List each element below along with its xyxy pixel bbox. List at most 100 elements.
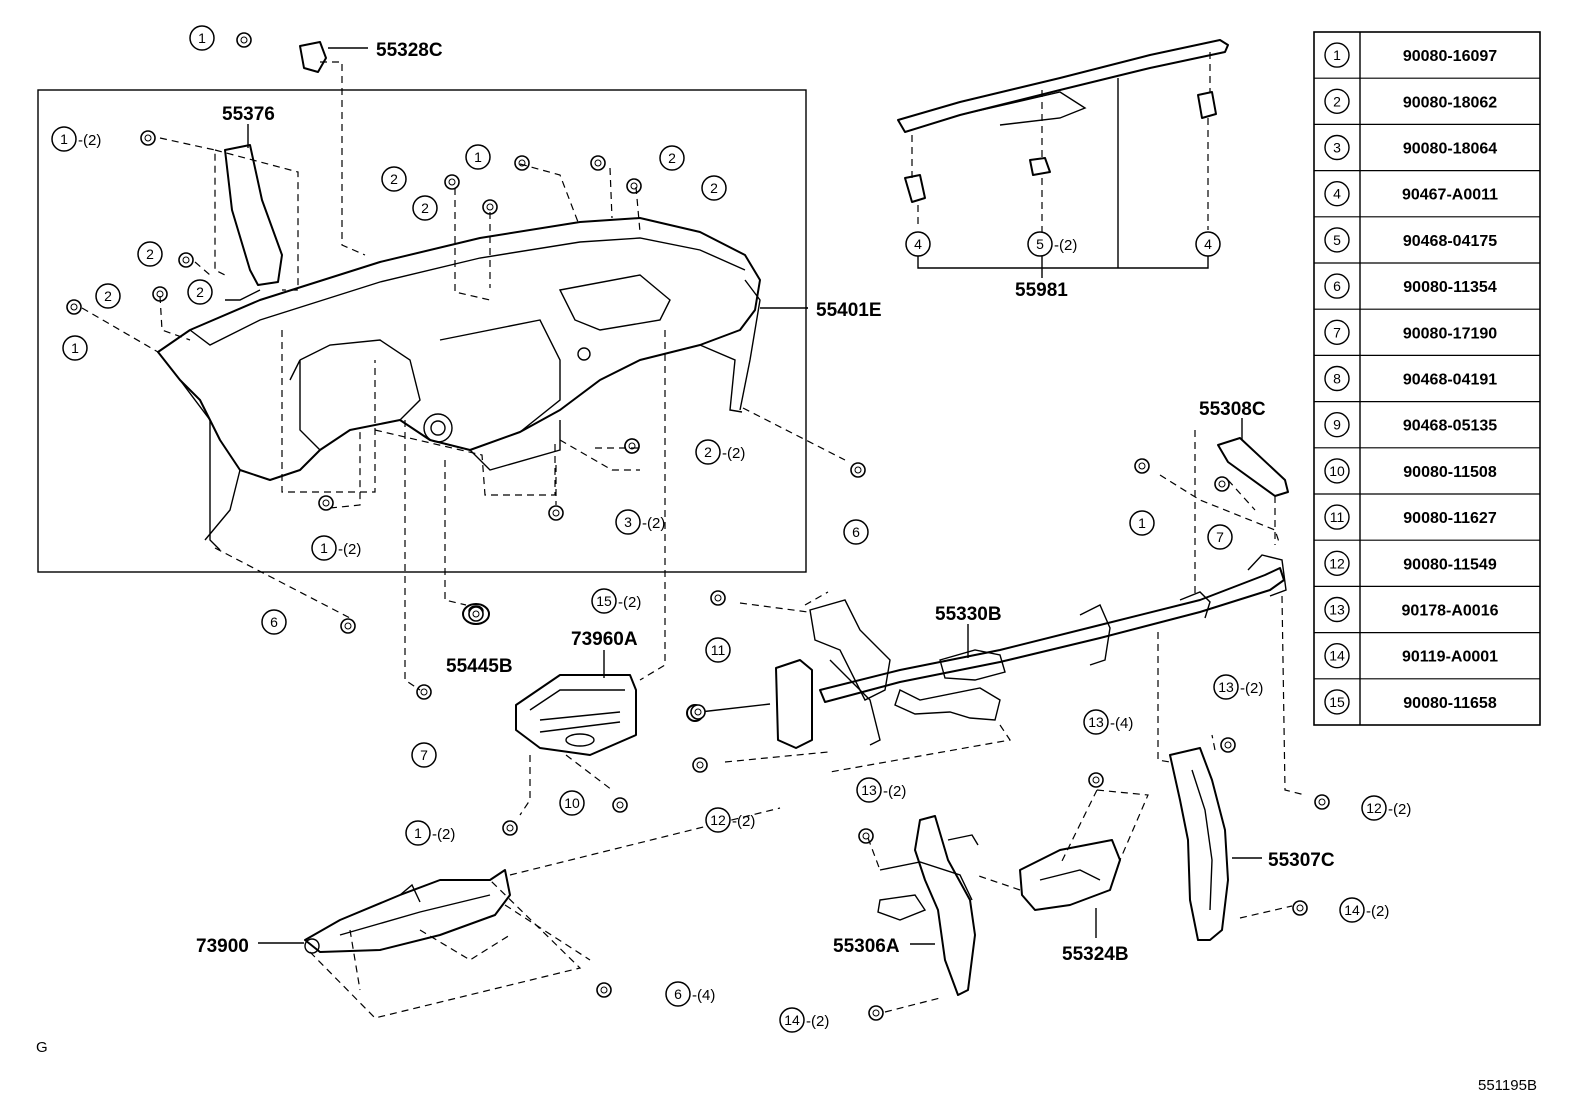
- callout-circle: [187, 279, 213, 305]
- legend-part-number: 90119-A0001: [1402, 649, 1498, 666]
- callout-1: 1-(2): [51, 126, 101, 152]
- callout-quantity: -(2): [806, 1013, 829, 1030]
- bracket-55308C-drawing: [1217, 437, 1289, 497]
- callout-quantity: -(2): [618, 594, 641, 611]
- callout-number: 10: [564, 795, 580, 811]
- legend-number: 5: [1333, 232, 1341, 248]
- instrument-panel-drawing: [157, 217, 761, 551]
- callout-number: 2: [704, 444, 712, 460]
- callout-number: 6: [852, 524, 860, 540]
- legend-part-number: 90178-A0016: [1402, 603, 1499, 620]
- callout-1: 1: [1129, 510, 1155, 536]
- part-number-labels: 55328C 55376 55401E 55981 55308C 55330B …: [196, 40, 1335, 965]
- callout-circle: [779, 1007, 805, 1033]
- label-55981: 55981: [1015, 280, 1068, 301]
- callout-number: 6: [270, 614, 278, 630]
- callout-quantity: -(2): [732, 813, 755, 830]
- callout-circle: [615, 509, 641, 535]
- callout-number: 2: [390, 171, 398, 187]
- label-55445B: 55445B: [446, 656, 513, 677]
- callout-quantity: -(2): [78, 132, 101, 149]
- legend-number: 3: [1333, 140, 1341, 156]
- bolt-icon: [596, 982, 612, 998]
- legend-number: 11: [1330, 509, 1345, 525]
- legend-number: 2: [1333, 93, 1341, 109]
- bolt-icon: [710, 590, 726, 606]
- callout-number: 2: [668, 150, 676, 166]
- callout-circle: [95, 283, 121, 309]
- fasteners: [66, 32, 1330, 1021]
- legend-callout-circle: [1324, 134, 1350, 161]
- bolt-icon: [868, 1005, 884, 1021]
- legend-part-number: 90080-18064: [1403, 141, 1497, 158]
- legend-callout-circle: [1324, 458, 1350, 484]
- callout-number: 12: [710, 812, 726, 828]
- callout-number: 13: [861, 782, 877, 798]
- callout-number: 1: [71, 340, 79, 356]
- callout-quantity: -(2): [1054, 237, 1077, 254]
- bracket-55376-drawing: [224, 144, 283, 286]
- legend-number: 4: [1333, 186, 1341, 202]
- callout-4: 4: [905, 231, 931, 257]
- callout-circle: [591, 588, 617, 614]
- bracket-55324B-drawing: [1019, 839, 1121, 911]
- legend-row: 4 90467-A0011: [1324, 180, 1498, 207]
- bolt-icon: [66, 299, 82, 315]
- label-55308C: 55308C: [1199, 399, 1266, 420]
- legend-number: 7: [1333, 324, 1341, 340]
- callout-4: 4: [1195, 231, 1221, 257]
- callout-circle: [1083, 709, 1109, 735]
- callout-quantity: -(2): [883, 783, 906, 800]
- callout-number: 2: [196, 284, 204, 300]
- callout-2: 2: [187, 279, 213, 305]
- callout-number: 14: [1344, 902, 1360, 918]
- callout-11: 11: [705, 637, 731, 663]
- callout-number: 2: [421, 200, 429, 216]
- legend-part-number: 90080-11508: [1403, 464, 1497, 481]
- legend-callout-circle: [1324, 596, 1350, 623]
- dashboard-group-frame: [37, 89, 807, 573]
- legend-part-number: 90467-A0011: [1402, 187, 1498, 204]
- callout-circle: [665, 981, 691, 1007]
- legend-part-number: 90080-17190: [1403, 325, 1497, 342]
- callout-quantity: -(2): [722, 445, 745, 462]
- callout-circle: [51, 126, 77, 152]
- callout-circle: [405, 820, 431, 846]
- clip-55328C-drawing: [299, 41, 327, 73]
- callout-circle: [465, 144, 491, 170]
- callout-number: 1: [1138, 515, 1146, 531]
- callout-number: 12: [1366, 800, 1382, 816]
- callout-1: 1: [189, 25, 215, 51]
- corner-code-left: G: [36, 1039, 48, 1056]
- callout-circle: [311, 535, 337, 561]
- legend-row: 3 90080-18064: [1324, 134, 1497, 161]
- callout-quantity: -(2): [1388, 801, 1411, 818]
- callout-circle: [856, 777, 882, 803]
- callout-1: 1: [465, 144, 491, 170]
- callout-number: 1: [198, 30, 206, 46]
- bolt-icon: [626, 178, 642, 194]
- callout-quantity: -(2): [1366, 903, 1389, 920]
- legend-number: 13: [1329, 602, 1345, 618]
- label-55376: 55376: [222, 104, 275, 125]
- callout-14: 14 -(2): [1339, 897, 1389, 923]
- callout-1: 1-(2): [311, 535, 361, 561]
- callout-circle: [695, 439, 721, 465]
- callout-quantity: -(2): [338, 541, 361, 558]
- callout-7: 7: [411, 742, 437, 768]
- legend-number: 12: [1329, 555, 1345, 571]
- bolt-icon: [1314, 794, 1330, 810]
- callout-number: 5: [1036, 236, 1044, 252]
- legend-part-number: 90080-16097: [1403, 48, 1497, 65]
- bolt-icon: [178, 252, 194, 268]
- callout-2: 2: [137, 241, 163, 267]
- bolt-icon: [1220, 737, 1236, 753]
- callout-circle: [705, 807, 731, 833]
- brace-55306A-drawing: [877, 815, 979, 996]
- callout-circle: [1129, 510, 1155, 536]
